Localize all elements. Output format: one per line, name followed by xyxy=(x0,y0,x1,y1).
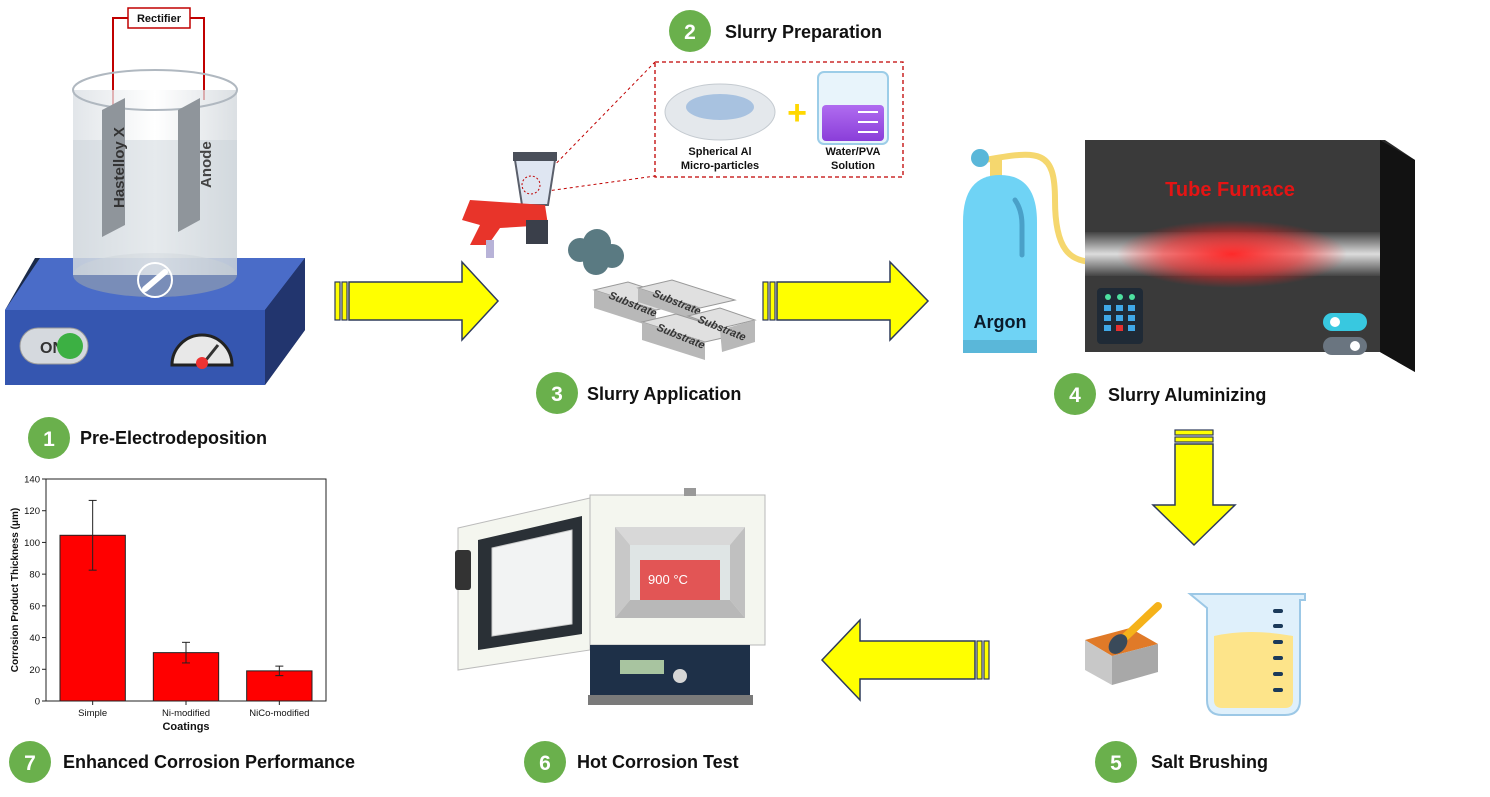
substrate-4: Substrate xyxy=(686,307,757,352)
beaker-rim xyxy=(72,69,238,111)
argon-label: Argon xyxy=(974,312,1027,332)
step-6-title: Hot Corrosion Test xyxy=(577,752,739,772)
solution-label-line2: Solution xyxy=(831,160,875,172)
furnace-toggle-2[interactable] xyxy=(1323,337,1367,355)
al-powder-icon xyxy=(686,94,754,120)
spray-gun-icon xyxy=(462,200,548,245)
step-6-label: 6 Hot Corrosion Test xyxy=(524,741,739,783)
step-2-label: 2 Slurry Preparation xyxy=(669,10,882,52)
chart-x-label: Coatings xyxy=(162,721,209,733)
beaker-wall xyxy=(73,90,237,275)
chart-y-label: Corrosion Product Thickness (μm) xyxy=(10,508,21,672)
step-3-number: 3 xyxy=(551,383,563,406)
y-tick-label: 120 xyxy=(24,506,40,517)
arrow-1-to-2 xyxy=(334,260,500,342)
step-1-title: Pre-Electrodeposition xyxy=(80,428,267,448)
gauge-knob xyxy=(196,357,208,369)
powder-label-line1: Spherical Al xyxy=(688,146,751,158)
step-5-label: 5 Salt Brushing xyxy=(1095,741,1268,783)
furnace-toggle-1[interactable] xyxy=(1323,313,1367,331)
step-6-number: 6 xyxy=(539,752,551,775)
spray-nozzle xyxy=(526,220,548,244)
brush-icon xyxy=(1118,602,1162,644)
step-5-badge xyxy=(1095,741,1137,783)
gas-line xyxy=(984,151,1096,265)
step-1-badge xyxy=(28,417,70,459)
x-tick-label: Ni-modified xyxy=(162,708,210,719)
gauge-icon xyxy=(170,333,234,367)
arrow-5-to-6 xyxy=(820,618,990,702)
beaker-liquid xyxy=(73,140,237,275)
y-tick-label: 0 xyxy=(35,697,40,708)
spray-cup-lid xyxy=(513,152,557,161)
aluminizing-setup: Argon Tube Furnace xyxy=(963,140,1415,372)
step-7-number: 7 xyxy=(24,752,36,775)
spray-application: Substrate Substrate Substrate Substrate xyxy=(462,152,757,360)
step-4-badge xyxy=(1054,373,1096,415)
step-6-badge xyxy=(524,741,566,783)
step-2-badge xyxy=(669,10,711,52)
y-tick-label: 80 xyxy=(29,570,40,581)
step-3-badge xyxy=(536,372,578,414)
x-tick-label: NiCo-modified xyxy=(249,708,309,719)
plus-icon: + xyxy=(787,94,807,132)
power-indicator-icon xyxy=(57,333,83,359)
step-2-number: 2 xyxy=(684,21,696,44)
step-7-badge xyxy=(9,741,51,783)
step-7-title: Enhanced Corrosion Performance xyxy=(63,752,355,772)
solution-label-line1: Water/PVA xyxy=(825,146,880,158)
oven-temperature: 900 °C xyxy=(648,572,688,587)
electrode-right xyxy=(178,98,200,232)
stirrer-side xyxy=(265,258,305,385)
step-2-title: Slurry Preparation xyxy=(725,22,882,42)
door-latch[interactable] xyxy=(455,550,471,590)
oven-controller xyxy=(590,645,750,695)
spray-cup xyxy=(513,159,557,206)
hot-corrosion-oven: 900 °C xyxy=(455,488,766,705)
step-1-number: 1 xyxy=(43,428,55,451)
step-4-title: Slurry Aluminizing xyxy=(1108,385,1266,405)
step-4-label: 4 Slurry Aluminizing xyxy=(1054,373,1266,415)
slurry-preparation-panel: Spherical Al Micro-particles + Water/PVA… xyxy=(539,61,904,193)
y-tick-label: 20 xyxy=(29,665,40,676)
controller-display xyxy=(620,660,664,674)
arrow-4-to-5 xyxy=(1151,429,1237,547)
powder-label-line2: Micro-particles xyxy=(681,160,759,172)
step-1-label: 1 Pre-Electrodeposition xyxy=(28,417,267,459)
step-4-number: 4 xyxy=(1069,384,1081,407)
stir-rotation-icon xyxy=(137,262,173,298)
rectifier-wire-left xyxy=(112,17,128,105)
electrodeposition-setup: Rectifier Hastelloy X Anode ON xyxy=(5,7,305,385)
stir-bar-icon xyxy=(142,269,168,292)
gas-valve-icon xyxy=(971,149,989,167)
substrate-3: Substrate xyxy=(640,313,742,360)
y-tick-label: 60 xyxy=(29,601,40,612)
argon-cylinder xyxy=(963,175,1037,352)
rectifier-label: Rectifier xyxy=(137,13,182,25)
oven-heating-chamber xyxy=(640,560,720,600)
electrode-left xyxy=(102,98,125,237)
salt-brushing-setup xyxy=(1085,593,1306,716)
electrode-right-label: Anode xyxy=(198,141,215,188)
y-tick-label: 140 xyxy=(24,475,40,486)
furnace-glow xyxy=(1117,220,1347,288)
furnace-label: Tube Furnace xyxy=(1165,179,1295,201)
y-tick-label: 40 xyxy=(29,633,40,644)
salt-solution xyxy=(1214,632,1293,708)
step-5-number: 5 xyxy=(1110,752,1122,775)
controller-knob[interactable] xyxy=(673,669,687,683)
step-5-title: Salt Brushing xyxy=(1151,752,1268,772)
arrow-3-to-4 xyxy=(762,260,930,342)
x-tick-label: Simple xyxy=(78,708,107,719)
step-7-label: 7 Enhanced Corrosion Performance xyxy=(9,741,355,783)
y-tick-label: 100 xyxy=(24,538,40,549)
rectifier-wire-right xyxy=(190,17,205,100)
step-3-title: Slurry Application xyxy=(587,384,741,404)
electrode-left-label: Hastelloy X xyxy=(111,127,128,208)
step-3-label: 3 Slurry Application xyxy=(536,372,741,414)
